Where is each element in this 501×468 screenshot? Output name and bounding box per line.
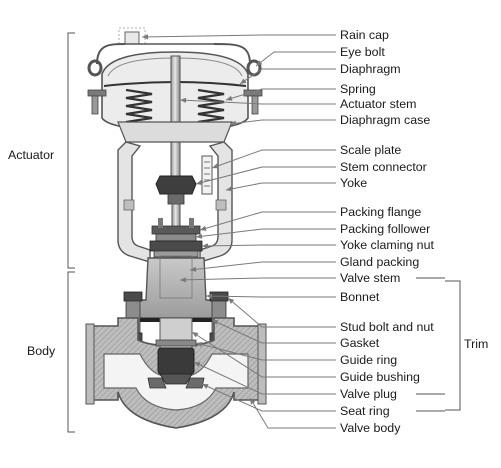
eye-bolt-shape [87,43,262,77]
label-diaphragm: Diaphragm [340,62,401,76]
label-valve-plug: Valve plug [340,387,397,401]
arrowhead-guide-ring [196,341,203,348]
actuator-group-label: Actuator [8,148,55,162]
arrowhead-valve-body [250,398,256,405]
label-rain-cap: Rain cap [340,28,389,42]
arrowhead-diaphragm [240,78,247,84]
arrowhead-packing-follower [196,233,203,239]
leader-stem-connector [195,166,336,185]
arrowhead-scale-plate [212,163,219,169]
label-diaphragm-case: Diaphragm case [340,113,431,127]
trim-bracket [445,280,461,411]
leader-guide-bushing [191,331,336,378]
guide-bushing-shape [155,317,197,349]
leader-diaphragm [239,68,336,85]
leader-gland-packing [189,261,336,271]
label-valve-stem: Valve stem [340,271,401,285]
label-actuator-stem: Actuator stem [340,97,417,111]
label-guide-ring: Guide ring [340,353,398,367]
leader-bonnet [205,295,336,298]
leader-gasket [211,319,336,344]
actuator-stem-shape [170,55,181,179]
leader-rain-cap [141,34,336,38]
arrowhead-bonnet [206,293,213,299]
actuator-bracket [67,32,75,269]
leader-spring [225,88,336,101]
bonnet-shape [137,255,215,319]
leader-packing-flange [199,211,336,231]
label-seat-ring: Seat ring [340,404,390,418]
leader-valve-stem [179,277,336,281]
arrowhead-rain-cap [142,34,149,40]
body-group-label: Body [27,344,56,358]
arrowhead-gland-packing [190,266,197,272]
label-scale-plate: Scale plate [340,143,402,157]
leader-seat-ring [201,383,336,412]
leader-valve-body [249,397,336,429]
leader-stud-bolt-and-nut [227,297,336,328]
arrowhead-stud-bolt-and-nut [228,298,235,304]
label-gasket: Gasket [340,336,380,350]
leader-eye-bolt [255,51,336,67]
arrowhead-gasket [212,320,219,325]
leader-diaphragm-case [229,119,336,125]
label-stud-bolt-and-nut: Stud bolt and nut [340,320,434,334]
arrowhead-yoke-claming-nut [202,243,209,249]
label-yoke: Yoke [340,176,368,190]
label-guide-bushing: Guide bushing [340,370,420,384]
label-bonnet: Bonnet [340,290,380,304]
label-stem-connector: Stem connector [340,160,427,174]
arrowhead-spring [226,95,233,101]
arrowhead-yoke [226,186,233,192]
arrowhead-eye-bolt [256,60,263,66]
arrowhead-stem-connector [196,179,203,186]
arrowhead-guide-bushing [192,332,199,338]
leader-lines [141,34,445,429]
leader-yoke-claming-nut [201,244,336,247]
arrowhead-seat-ring [202,384,209,389]
label-eye-bolt: Eye bolt [340,45,385,59]
arrowhead-actuator-stem [180,97,187,103]
scale-plate-shape [201,155,213,195]
label-packing-follower: Packing follower [340,222,431,236]
leader-packing-follower [195,228,336,238]
rain-cap-shape [118,27,146,45]
arrowhead-valve-stem [180,277,187,283]
seat-ring-shape [147,377,205,389]
body-bracket [67,271,75,433]
trim-group-label: Trim [464,337,489,351]
leader-yoke [225,182,336,191]
label-valve-body: Valve body [340,421,401,435]
arrowhead-diaphragm-case [230,120,237,126]
spring-shape [125,88,225,124]
leader-actuator-stem [179,99,336,105]
label-yoke-claming-nut: Yoke claming nut [340,238,434,252]
valve-plug-shape [157,347,195,385]
leader-valve-plug [193,361,336,395]
leader-scale-plate [211,149,336,169]
label-gland-packing: Gland packing [340,255,420,269]
stem-connector-shape [155,175,197,205]
arrowhead-packing-flange [200,225,207,231]
label-spring: Spring [340,82,376,96]
label-packing-flange: Packing flange [340,205,422,219]
arrowhead-valve-plug [194,362,201,367]
